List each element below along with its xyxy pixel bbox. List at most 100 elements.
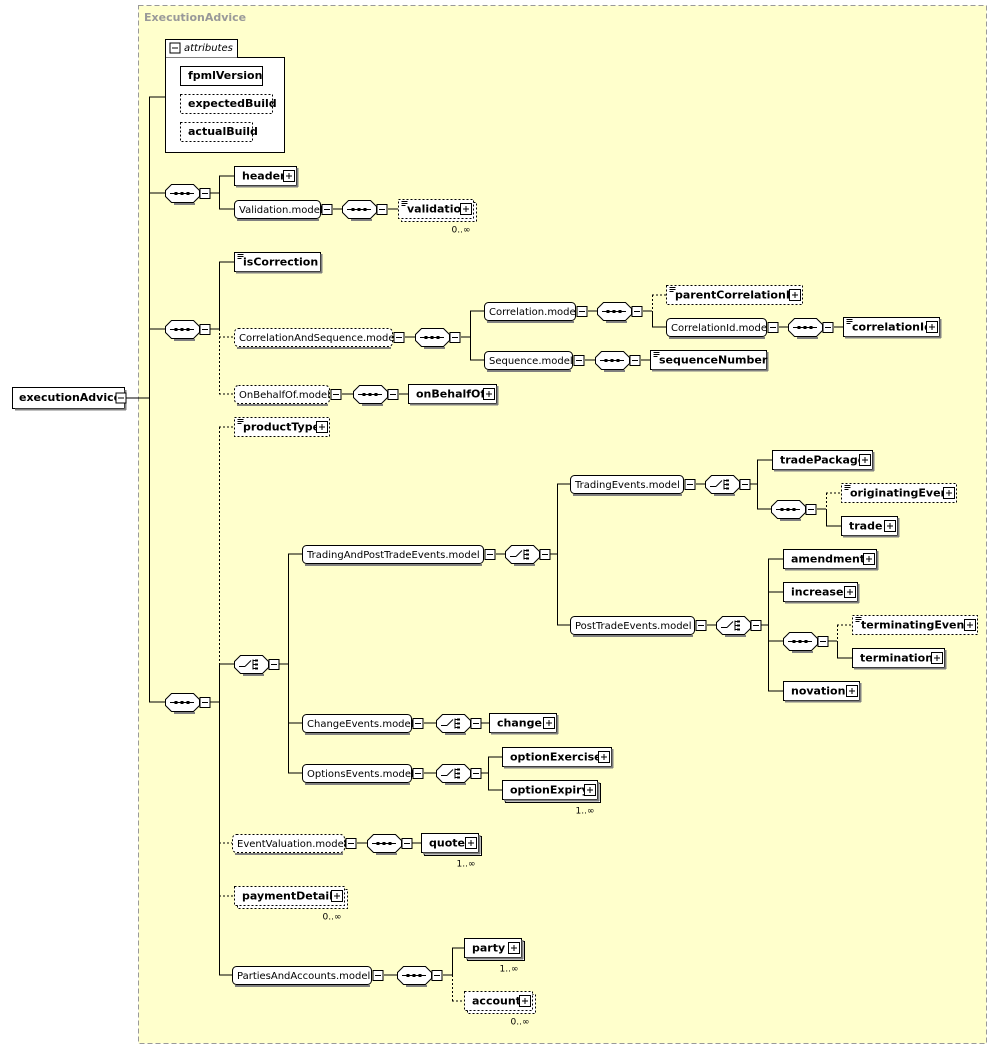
collapse-minus-icon[interactable] — [387, 389, 399, 400]
element-termination[interactable]: termination — [852, 648, 947, 670]
collapse-minus-icon[interactable] — [470, 768, 482, 779]
group-change_events_model[interactable]: ChangeEvents.model — [302, 714, 424, 735]
expand-plus-icon[interactable] — [483, 388, 495, 400]
expand-plus-icon[interactable] — [964, 619, 976, 631]
element-novation[interactable]: novation — [783, 681, 862, 703]
sequence-compositor-icon[interactable] — [415, 328, 461, 349]
choice-compositor-icon[interactable] — [705, 475, 751, 496]
sequence-compositor-icon[interactable] — [342, 200, 388, 221]
choice-compositor-icon[interactable] — [436, 764, 482, 785]
collapse-minus-icon[interactable] — [573, 355, 585, 366]
collapse-minus-icon[interactable] — [199, 697, 211, 708]
collapse-minus-icon[interactable] — [321, 204, 333, 215]
expand-plus-icon[interactable] — [863, 553, 875, 565]
expand-plus-icon[interactable] — [789, 289, 801, 301]
collapse-minus-icon[interactable] — [805, 504, 817, 515]
expand-plus-icon[interactable] — [519, 995, 531, 1007]
collapse-minus-icon[interactable] — [345, 838, 357, 849]
group-trading_events_model[interactable]: TradingEvents.model — [570, 475, 696, 496]
element-tradePackage[interactable]: tradePackage — [772, 450, 875, 472]
expand-plus-icon[interactable] — [846, 685, 858, 697]
sequence-compositor-icon[interactable] — [367, 834, 413, 855]
element-correlationId[interactable]: correlationId — [843, 317, 942, 339]
expand-plus-icon[interactable] — [884, 520, 896, 532]
element-sequenceNumber[interactable]: sequenceNumber — [650, 350, 769, 372]
element-trade[interactable]: trade — [841, 516, 900, 538]
collapse-minus-icon[interactable] — [631, 306, 643, 317]
collapse-minus-icon[interactable] — [739, 479, 751, 490]
element-optionExercise[interactable]: optionExercise — [502, 747, 614, 769]
sequence-compositor-icon[interactable] — [165, 184, 211, 205]
sequence-compositor-icon[interactable] — [595, 351, 641, 372]
expand-plus-icon[interactable] — [465, 837, 477, 849]
group-onBehalfOf_model[interactable]: OnBehalfOf.model — [234, 385, 342, 406]
expand-plus-icon[interactable] — [460, 203, 472, 215]
expand-plus-icon[interactable] — [931, 652, 943, 664]
expand-plus-icon[interactable] — [283, 170, 295, 182]
expand-plus-icon[interactable] — [943, 487, 955, 499]
collapse-minus-icon[interactable] — [576, 306, 588, 317]
sequence-compositor-icon[interactable] — [165, 320, 211, 341]
collapse-minus-icon[interactable] — [199, 324, 211, 335]
root-element[interactable]: executionAdvice — [12, 387, 127, 411]
collapse-minus-icon[interactable] — [684, 479, 696, 490]
collapse-minus-icon[interactable] — [449, 332, 461, 343]
expand-plus-icon[interactable] — [508, 942, 520, 954]
collapse-minus-icon[interactable] — [330, 389, 342, 400]
group-trading_and_post_trade_events_model[interactable]: TradingAndPostTradeEvents.model — [302, 545, 496, 566]
choice-compositor-icon[interactable] — [234, 655, 280, 676]
element-isCorrection[interactable]: isCorrection — [234, 252, 323, 274]
collapse-minus-icon[interactable] — [767, 322, 779, 333]
collapse-minus-icon[interactable] — [750, 620, 762, 631]
collapse-minus-icon[interactable] — [470, 718, 482, 729]
collapse-minus-icon[interactable] — [412, 718, 424, 729]
expand-plus-icon[interactable] — [584, 784, 596, 796]
group-validation_model[interactable]: Validation.model — [234, 200, 333, 221]
element-originatingEvent[interactable]: originatingEvent — [841, 483, 957, 503]
choice-compositor-icon[interactable] — [436, 714, 482, 735]
collapse-minus-icon[interactable] — [822, 322, 834, 333]
sequence-compositor-icon[interactable] — [788, 318, 834, 339]
expand-plus-icon[interactable] — [316, 421, 328, 433]
element-change[interactable]: change — [489, 713, 559, 735]
element-productType[interactable]: productType — [234, 417, 330, 437]
element-increase[interactable]: increase — [783, 582, 860, 604]
expand-plus-icon[interactable] — [844, 586, 856, 598]
element-amendment[interactable]: amendment — [783, 549, 879, 571]
choice-compositor-icon[interactable] — [716, 616, 762, 637]
group-correlationId_model[interactable]: CorrelationId.model — [666, 318, 779, 339]
sequence-compositor-icon[interactable] — [397, 966, 443, 987]
expand-plus-icon[interactable] — [859, 454, 871, 466]
collapse-minus-icon[interactable] — [695, 620, 707, 631]
collapse-minus-icon[interactable] — [401, 838, 413, 849]
element-terminatingEvent[interactable]: terminatingEvent — [852, 615, 978, 635]
expand-plus-icon[interactable] — [598, 751, 610, 763]
choice-compositor-icon[interactable] — [505, 545, 551, 566]
expand-plus-icon[interactable] — [926, 321, 938, 333]
group-post_trade_events_model[interactable]: PostTradeEvents.model — [570, 616, 707, 637]
collapse-minus-icon[interactable] — [817, 636, 829, 647]
collapse-minus-icon[interactable] — [431, 970, 443, 981]
group-parties_and_accounts_model[interactable]: PartiesAndAccounts.model — [232, 966, 384, 987]
element-parentCorrelationId[interactable]: parentCorrelationId — [666, 285, 803, 305]
collapse-minus-icon[interactable] — [268, 659, 280, 670]
collapse-minus-icon[interactable] — [376, 204, 388, 215]
group-event_valuation_model[interactable]: EventValuation.model — [232, 834, 357, 855]
element-header[interactable]: header — [234, 166, 299, 188]
collapse-minus-icon[interactable] — [412, 768, 424, 779]
sequence-compositor-icon[interactable] — [165, 693, 211, 714]
sequence-compositor-icon[interactable] — [597, 302, 643, 323]
group-sequence_model[interactable]: Sequence.model — [484, 351, 585, 372]
collapse-minus-icon[interactable] — [484, 549, 496, 560]
group-correlation_model[interactable]: Correlation.model — [484, 302, 588, 323]
collapse-minus-icon[interactable] — [539, 549, 551, 560]
group-options_events_model[interactable]: OptionsEvents.model — [302, 764, 424, 785]
expand-plus-icon[interactable] — [543, 717, 555, 729]
sequence-compositor-icon[interactable] — [353, 385, 399, 406]
